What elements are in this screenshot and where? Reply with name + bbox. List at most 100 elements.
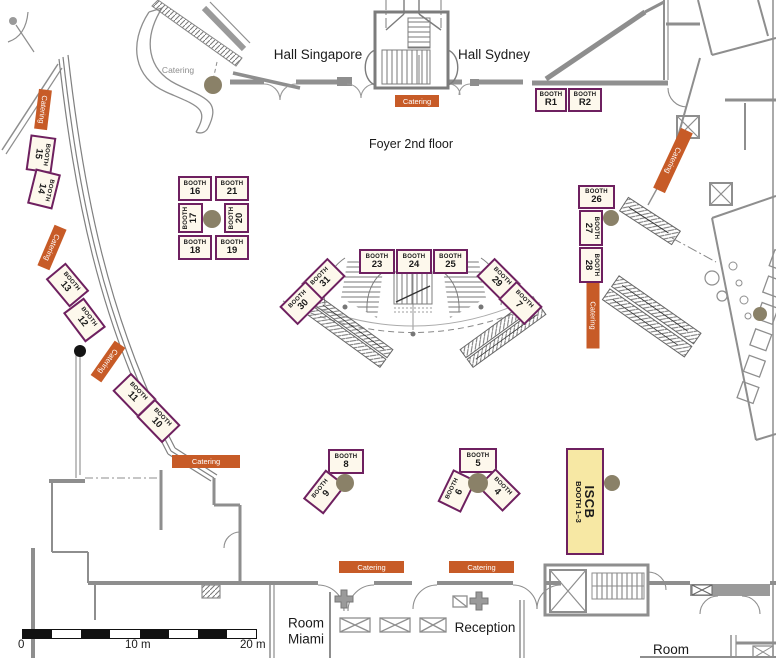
- catering-bar: Catering: [395, 95, 439, 107]
- booth-number: 6: [453, 487, 466, 497]
- booth-word: BOOTH: [183, 239, 207, 246]
- scale-segment: [52, 630, 82, 638]
- booth-number: 26: [591, 194, 602, 206]
- catering-bar: Catering: [449, 561, 514, 573]
- booth-number: 15: [32, 147, 45, 160]
- booth-word: BOOTH: [573, 91, 597, 98]
- booth-word: BOOTH: [365, 253, 389, 260]
- booth-number: 28: [582, 259, 594, 271]
- booth-word: BOOTH: [183, 180, 207, 187]
- iscb-name: ISCB: [581, 484, 597, 519]
- booth-number: 21: [226, 185, 238, 197]
- booth-number: 4: [491, 486, 503, 498]
- booth-word: BOOTH: [466, 452, 490, 459]
- column-dot: [74, 345, 86, 357]
- booth-number: 18: [189, 244, 201, 256]
- booth-number: 8: [343, 458, 349, 470]
- booth-iscb-1-3: ISCB BOOTH 1–3: [566, 448, 604, 555]
- label-foyer-2nd-floor: Foyer 2nd floor: [368, 136, 454, 151]
- booth-number: 23: [371, 258, 383, 270]
- catering-bar: Catering: [586, 282, 600, 349]
- booth-number: 24: [408, 258, 420, 270]
- booth-word: BOOTH: [585, 188, 608, 195]
- booth-number: 30: [295, 297, 312, 313]
- catering-point-dot: [753, 307, 767, 321]
- booth-number: 27: [582, 222, 594, 234]
- booth-number: 19: [226, 244, 238, 256]
- catering-point-dot: [336, 474, 354, 492]
- booth-number: 25: [445, 258, 456, 270]
- scale-segment: [23, 630, 53, 638]
- booth-word: BOOTH: [220, 180, 244, 187]
- scale-segment: [81, 630, 111, 638]
- scale-segment: [139, 630, 169, 638]
- scale-segment: [226, 630, 256, 638]
- booth-number: 5: [475, 457, 481, 469]
- booth-word: BOOTH: [220, 239, 244, 246]
- iscb-label-group: ISCB BOOTH 1–3: [568, 452, 602, 552]
- label-reception: Reception: [454, 620, 516, 636]
- catering-point-dot: [9, 17, 17, 25]
- iscb-booth-range: BOOTH 1–3: [574, 480, 584, 523]
- scale-label: 20 m: [240, 639, 266, 651]
- label-catering-gray: Catering: [161, 65, 195, 76]
- booth-number: 7: [512, 299, 525, 311]
- catering-point-dot: [468, 473, 488, 493]
- label-room-miami: Room Miami: [287, 615, 325, 646]
- booth-word: BOOTH: [539, 91, 563, 98]
- label-hall-singapore: Hall Singapore: [273, 47, 363, 63]
- catering-point-dot: [204, 76, 222, 94]
- scale-segment: [197, 630, 227, 638]
- booth-number: 17: [187, 212, 199, 224]
- label-hall-sydney: Hall Sydney: [457, 47, 531, 63]
- scale-segment: [168, 630, 198, 638]
- label-room-bottom-right: Room: [652, 642, 690, 658]
- booth-word: BOOTH: [334, 453, 358, 460]
- catering-point-dot: [603, 210, 619, 226]
- scale-segment: [110, 630, 140, 638]
- booth-number: 9: [320, 488, 333, 500]
- catering-point-dot: [203, 210, 221, 228]
- booth-word: BOOTH: [439, 253, 462, 260]
- catering-bar: Catering: [172, 455, 240, 468]
- scale-label: 10 m: [125, 639, 151, 651]
- booth-number: 14: [34, 181, 49, 195]
- booth-number: R2: [578, 97, 592, 109]
- booth-number: 31: [317, 274, 334, 290]
- booth-number: 20: [233, 212, 245, 224]
